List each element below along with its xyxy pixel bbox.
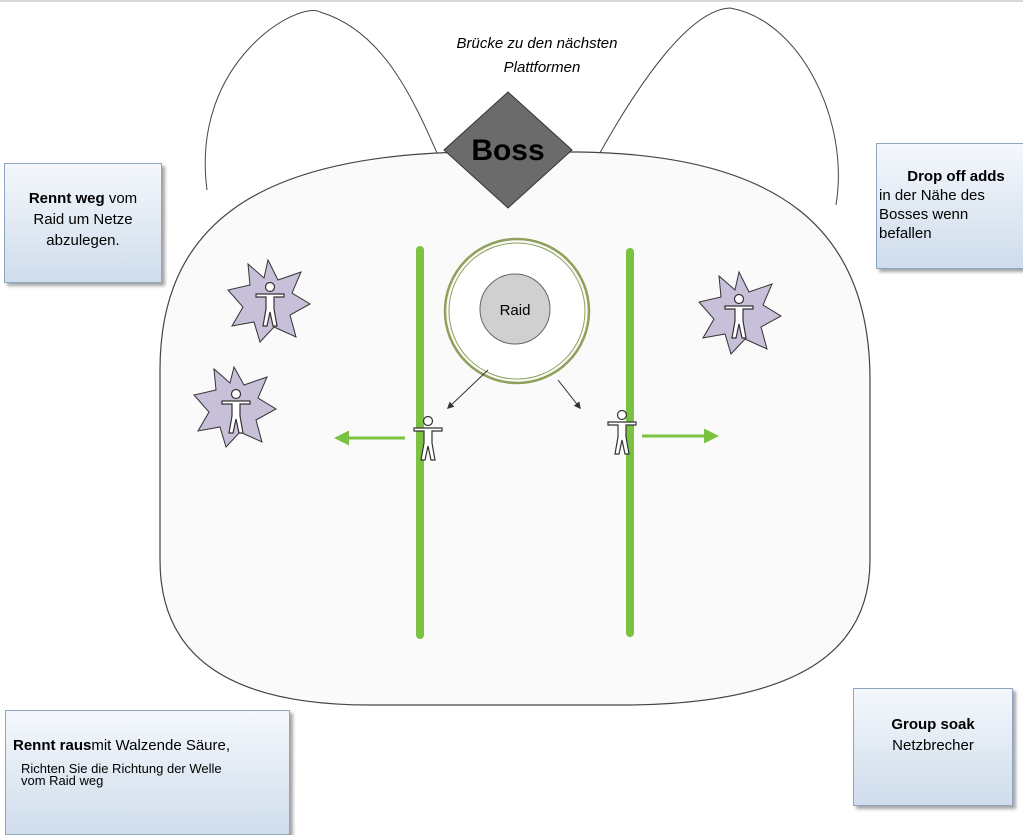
netted-player-1 bbox=[227, 258, 311, 343]
note-run-out-small2: vom Raid weg bbox=[21, 773, 104, 788]
note-run-out-title: Rennt raus bbox=[13, 737, 92, 754]
bridge-caption-line1: Brücke zu den nächsten bbox=[457, 35, 618, 52]
note-group-soak-text: Netzbrecher bbox=[892, 737, 974, 754]
arrow-to-right-runner bbox=[557, 379, 581, 410]
note-drop-off-text2: Bosses wenn bbox=[879, 206, 969, 223]
boss-label: Boss bbox=[471, 134, 544, 167]
note-run-away: Rennt weg vom Raid um Netze abzulegen. bbox=[4, 163, 162, 283]
bridge-right bbox=[595, 7, 839, 206]
note-run-out-small1: Richten Sie die Richtung der Welle bbox=[21, 761, 222, 776]
raid-label: Raid bbox=[500, 302, 531, 319]
boss-diamond bbox=[443, 91, 573, 209]
note-run-away-text3: abzulegen. bbox=[46, 232, 120, 249]
netted-player-2 bbox=[193, 365, 277, 448]
bridge-caption-line2: Plattformen bbox=[504, 59, 581, 76]
note-run-away-text2: Raid um Netze bbox=[33, 211, 133, 228]
raid-circle bbox=[479, 273, 551, 345]
top-border bbox=[0, 0, 1023, 2]
note-group-soak: Group soak Netzbrecher bbox=[853, 688, 1013, 806]
note-run-away-title: Rennt weg bbox=[28, 190, 105, 207]
raid-ring bbox=[443, 237, 591, 385]
note-drop-off-adds: Drop off adds in der Nähe des Bosses wen… bbox=[876, 143, 1023, 269]
note-group-soak-title: Group soak bbox=[891, 716, 975, 733]
note-drop-off-text3: befallen bbox=[879, 225, 932, 242]
platform bbox=[159, 151, 871, 706]
note-drop-off-text1: in der Nähe des bbox=[879, 187, 985, 204]
note-run-away-text1: vom bbox=[104, 190, 138, 207]
note-run-out: Rennt rausmit Walzende Säure, Richten Si… bbox=[5, 710, 290, 835]
note-run-out-text: mit Walzende Säure, bbox=[91, 737, 231, 754]
note-drop-off-title: Drop off adds bbox=[907, 168, 1005, 185]
arrow-to-left-runner bbox=[446, 369, 489, 409]
bridge-left bbox=[204, 10, 441, 191]
netted-player-3 bbox=[698, 270, 782, 355]
